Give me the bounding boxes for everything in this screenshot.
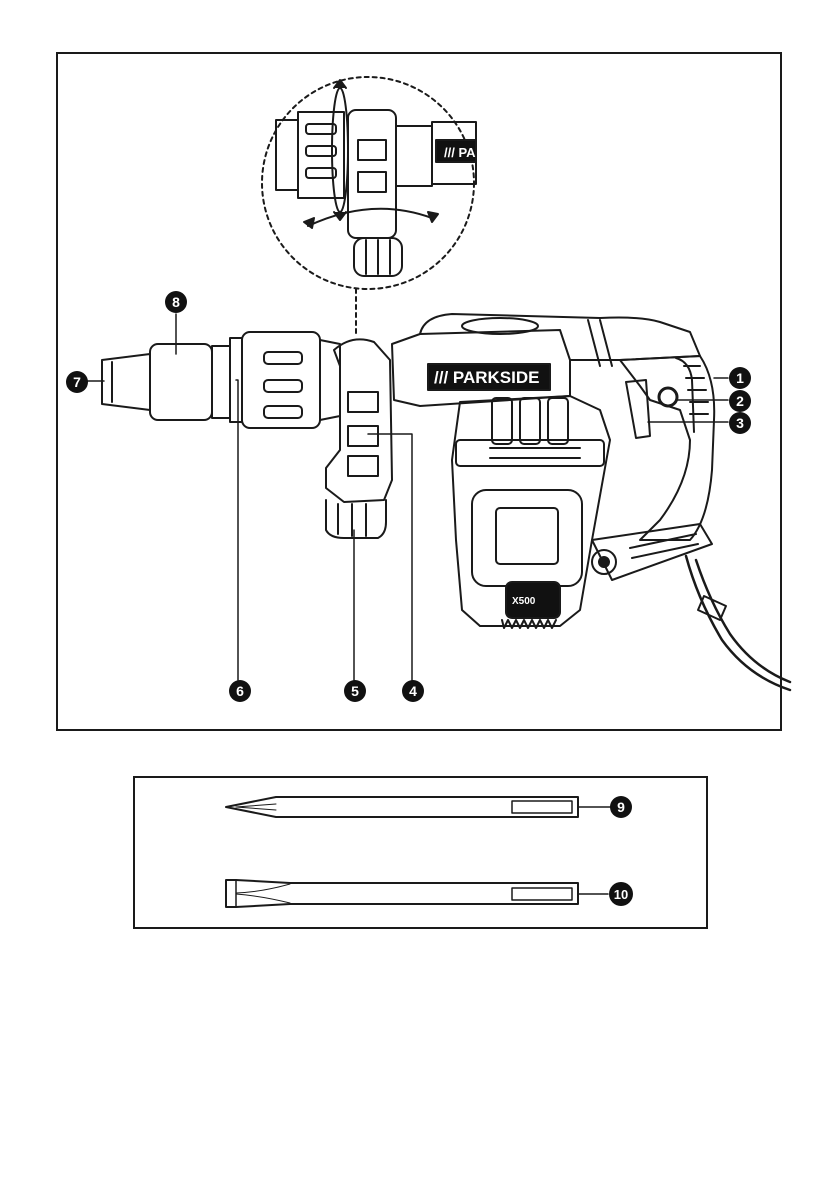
flat-chisel-body [226,880,578,907]
flat-chisel [226,880,608,907]
handle-grip-knob [326,500,386,538]
pointed-chisel [226,797,610,817]
model-badge-text: X500 [512,596,536,607]
brand-logo: /// PARKSIDE [434,368,539,387]
callout-7: 7 [66,371,88,393]
svg-text:8: 8 [172,294,180,310]
detail-logo-text: /// PA [444,145,476,160]
demolition-hammer: /// PARKSIDE X500 [102,314,790,690]
rear-handle [620,356,714,540]
callout-8: 8 [165,291,187,313]
callout-1: 1 [729,367,751,389]
cord-protector [698,596,726,620]
callout-9: 9 [610,796,632,818]
svg-text:9: 9 [617,799,625,815]
callout-5: 5 [344,680,366,702]
pointed-chisel-flute [512,801,572,813]
svg-text:7: 7 [73,374,81,390]
handle-rotation-detail: /// PA [262,77,476,334]
lock-button [659,388,677,406]
detail-chuck-body [276,120,298,190]
rotation-arrow-vertical [332,88,348,212]
trigger-switch [626,380,650,438]
detail-handle-body [348,110,396,238]
pointed-chisel-body [226,797,578,817]
svg-text:10: 10 [614,887,628,902]
svg-text:5: 5 [351,683,359,699]
svg-text:2: 2 [736,393,744,409]
callout-4: 4 [402,680,424,702]
svg-text:1: 1 [736,370,744,386]
callout-3: 3 [729,412,751,434]
housing-top [420,314,700,360]
auxiliary-handle [326,339,392,502]
rear-grip-ribs [676,358,694,432]
locking-sleeve [150,344,212,420]
callouts: 8 7 1 2 3 6 5 4 [66,291,751,702]
callout-2: 2 [729,390,751,412]
rotation-arrow-horizontal [308,209,432,226]
svg-text:4: 4 [409,683,417,699]
flat-chisel-flute [512,888,572,900]
svg-text:6: 6 [236,683,244,699]
svg-text:3: 3 [736,415,744,431]
tool-holder-tip [102,354,150,410]
chisel-callouts: 9 10 [609,796,633,906]
callout-6: 6 [229,680,251,702]
leader-lines [88,314,728,680]
callout-10: 10 [609,882,633,906]
